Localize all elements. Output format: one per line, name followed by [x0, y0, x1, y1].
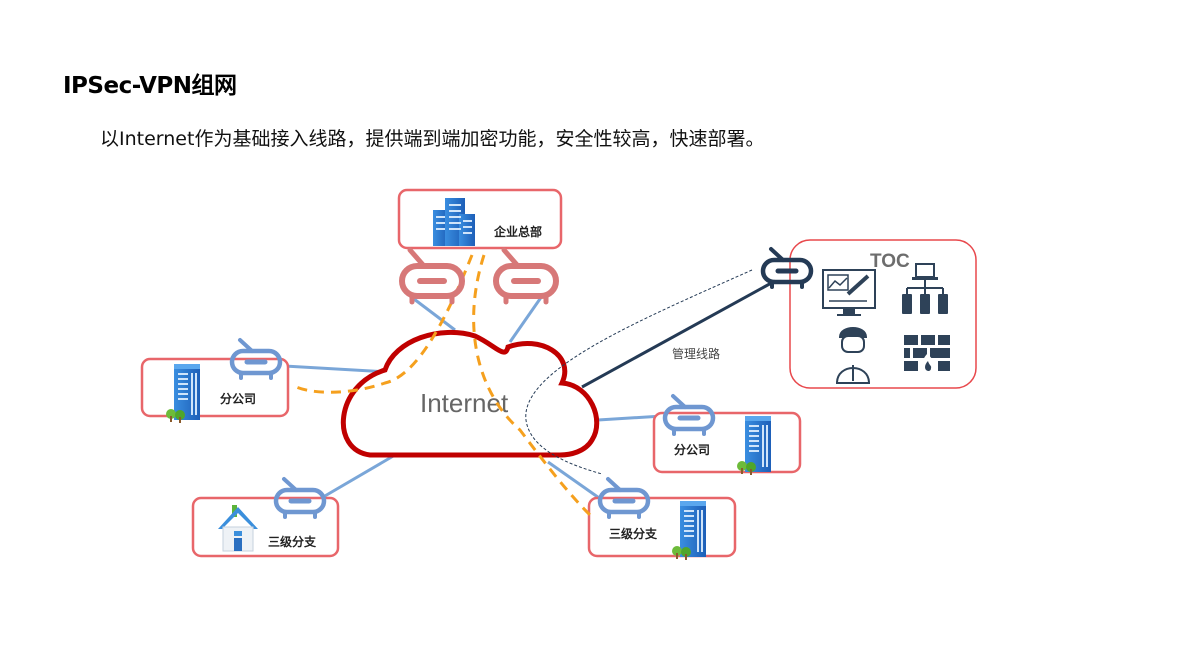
node-tertiary-right-label: 三级分支	[609, 526, 658, 541]
firewall-icon	[904, 335, 950, 375]
link-branch-right	[597, 414, 664, 422]
hq-building-icon	[433, 198, 475, 246]
monitor-chart-icon	[822, 269, 876, 316]
hq-router-icon-1[interactable]	[399, 247, 465, 305]
link-tertiary-left	[317, 453, 396, 502]
mgmt-link	[581, 279, 776, 389]
internet-label: Internet	[420, 388, 509, 418]
vpn-tunnel-branch-left	[291, 254, 474, 394]
network-servers-icon	[902, 263, 948, 314]
mgmt-line-label: 管理线路	[672, 346, 720, 361]
link-hq-router-2	[508, 295, 544, 343]
vpn-tunnel-tertiary-right	[472, 254, 592, 517]
page-title: IPSec-VPN组网	[63, 73, 237, 99]
network-links	[249, 294, 664, 502]
internet-cloud	[340, 330, 600, 458]
page-subtitle: 以Internet作为基础接入线路，提供端到端加密功能，安全性较高，快速部署。	[100, 128, 765, 150]
link-tertiary-right	[547, 460, 603, 502]
node-tertiary-left-box[interactable]	[191, 496, 340, 558]
vpn-tunnels	[291, 254, 592, 517]
house-icon	[218, 505, 258, 552]
engineer-icon	[835, 327, 871, 384]
mgmt-tunnel	[525, 269, 753, 475]
node-hq-label: 企业总部	[493, 224, 542, 239]
node-hq-box[interactable]	[397, 188, 563, 250]
node-tertiary-left-label: 三级分支	[268, 534, 317, 549]
hq-router-icon-2[interactable]	[493, 247, 559, 305]
node-branch-left-box[interactable]	[140, 357, 290, 418]
node-branch-left-label: 分公司	[220, 391, 256, 406]
node-branch-right-label: 分公司	[674, 442, 710, 457]
toc-label: TOC	[870, 251, 910, 272]
link-hq-router-1	[409, 294, 456, 332]
